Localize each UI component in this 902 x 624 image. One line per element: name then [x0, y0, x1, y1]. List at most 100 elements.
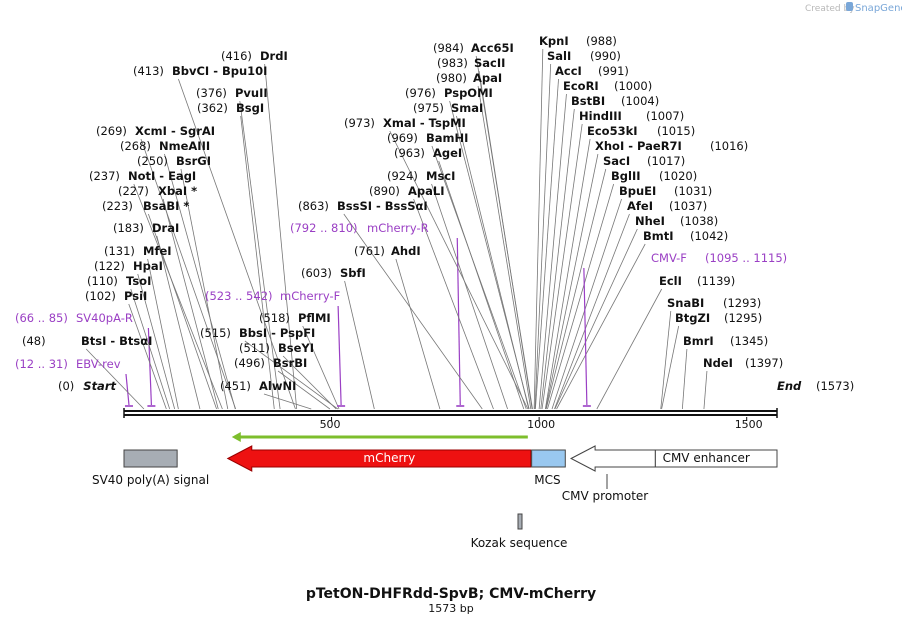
enzyme-kpni[interactable]: KpnI(988) — [539, 34, 617, 48]
enzyme-bstbi[interactable]: BstBI(1004) — [571, 94, 659, 108]
enzyme-bglii[interactable]: BglII(1020) — [611, 169, 697, 183]
site-position-hpai: (122) — [94, 259, 125, 273]
enzyme-nmeaiii[interactable]: NmeAIII(268) — [120, 139, 210, 153]
enzyme-start[interactable]: Start(0) — [58, 379, 116, 393]
enzyme-ecli[interactable]: EclI(1139) — [659, 274, 735, 288]
enzyme-sbfi[interactable]: SbfI(603) — [301, 266, 366, 280]
enzyme-xbai[interactable]: XbaI *(227) — [118, 184, 197, 198]
enzyme-bbsi-pspfi[interactable]: BbsI - PspFI(515) — [200, 326, 315, 340]
enzyme-msci[interactable]: MscI(924) — [387, 169, 455, 183]
enzyme-sacii[interactable]: SacII(983) — [437, 56, 505, 70]
site-position-eco53ki: (1015) — [657, 124, 695, 138]
site-position-start: (0) — [58, 379, 74, 393]
enzyme-snabi[interactable]: SnaBI(1293) — [667, 296, 761, 310]
enzyme-ahdi[interactable]: AhdI(761) — [354, 244, 421, 258]
enzyme-bsgi[interactable]: BsgI(362) — [197, 101, 264, 115]
enzyme-apali[interactable]: ApaLI(890) — [369, 184, 445, 198]
enzyme-name-afei: AfeI — [627, 199, 653, 213]
site-position-bmti: (1042) — [690, 229, 728, 243]
enzyme-name-bbsi-pspfi: BbsI - PspFI — [239, 326, 315, 340]
enzyme-apai[interactable]: ApaI(980) — [436, 71, 502, 85]
enzyme-afei[interactable]: AfeI(1037) — [627, 199, 707, 213]
site-position-drai: (183) — [113, 221, 144, 235]
site-position-xbai: (227) — [118, 184, 149, 198]
enzyme-pvuii[interactable]: PvuII(376) — [196, 86, 268, 100]
enzyme-xhoi-paer7i[interactable]: XhoI - PaeR7I(1016) — [595, 139, 748, 153]
enzyme-bmti[interactable]: BmtI(1042) — [643, 229, 728, 243]
enzyme-bamhi[interactable]: BamHI(969) — [387, 131, 468, 145]
feature-kozak-sequence[interactable]: Kozak sequence — [471, 513, 568, 550]
enzyme-alwni[interactable]: AlwNI(451) — [220, 379, 296, 393]
enzyme-drai[interactable]: DraI(183) — [113, 221, 179, 235]
enzyme-acc65i[interactable]: Acc65I(984) — [433, 41, 514, 55]
enzyme-name-tsoi: TsoI — [126, 274, 151, 288]
enzyme-smai[interactable]: SmaI(975) — [413, 101, 483, 115]
enzyme-end[interactable]: End(1573) — [777, 379, 854, 393]
enzyme-noti-eagi[interactable]: NotI - EagI(237) — [89, 169, 196, 183]
enzyme-sali[interactable]: SalI(990) — [547, 49, 621, 63]
feature-mcherry[interactable]: mCherry — [226, 445, 532, 472]
leader-tsoi — [130, 288, 171, 410]
enzyme-psii[interactable]: PsiI(102) — [85, 289, 147, 303]
enzyme-eco53ki[interactable]: Eco53kI(1015) — [587, 124, 695, 138]
enzyme-name-agei: AgeI — [433, 146, 462, 160]
leader-bstbi — [540, 108, 575, 410]
primer-ebv-rev[interactable]: EBV-rev(12 .. 31) — [15, 357, 121, 371]
enzyme-agei[interactable]: AgeI(963) — [394, 146, 462, 160]
enzyme-pspomi[interactable]: PspOMI(976) — [405, 86, 493, 100]
enzyme-bseyi[interactable]: BseYI(511) — [239, 341, 314, 355]
site-position-pspomi: (976) — [405, 86, 436, 100]
enzyme-name-bstbi: BstBI — [571, 94, 605, 108]
enzyme-hindiii[interactable]: HindIII(1007) — [579, 109, 684, 123]
primer-cmv-f[interactable]: CMV-F(1095 .. 1115) — [651, 251, 787, 265]
enzyme-bsrgi[interactable]: BsrGI(250) — [137, 154, 211, 168]
leader-drai — [156, 235, 201, 410]
enzyme-mfei[interactable]: MfeI(131) — [104, 244, 172, 258]
leader-saci — [545, 168, 607, 410]
leader-agei — [438, 160, 525, 410]
feature-cmv-enhancer[interactable]: CMV enhancer — [654, 449, 778, 468]
leader-apai — [477, 85, 532, 410]
primer-name-ebv-rev: EBV-rev — [76, 357, 121, 371]
enzyme-bsrbi[interactable]: BsrBI(496) — [234, 356, 307, 370]
site-position-mfei: (131) — [104, 244, 135, 258]
enzyme-btgzi[interactable]: BtgZI(1295) — [675, 311, 762, 325]
feature-label-cmv-promoter: CMV promoter — [562, 489, 649, 503]
enzyme-bsssi-bsss-i[interactable]: BssSI - BssSαI(863) — [298, 199, 428, 213]
feature-sv40-poly-a-signal[interactable]: SV40 poly(A) signal — [92, 449, 209, 487]
site-position-pvuii: (376) — [196, 86, 227, 100]
enzyme-name-btgzi: BtgZI — [675, 311, 710, 325]
leader-msci — [431, 183, 508, 410]
feature-label-kozak-sequence: Kozak sequence — [471, 536, 568, 550]
enzyme-saci[interactable]: SacI(1017) — [603, 154, 685, 168]
leader-eco53ki — [544, 138, 591, 410]
enzyme-xmai-tspmi[interactable]: XmaI - TspMI(973) — [344, 116, 466, 130]
enzyme-drdi[interactable]: DrdI(416) — [221, 49, 288, 63]
enzyme-ecori[interactable]: EcoRI(1000) — [563, 79, 652, 93]
enzyme-nhei[interactable]: NheI(1038) — [635, 214, 718, 228]
enzyme-name-hpai: HpaI — [133, 259, 163, 273]
enzyme-name-pflmi: PflMI — [298, 311, 331, 325]
feature-mcs[interactable]: MCS — [531, 449, 566, 487]
leader-bsssi-bsss-i — [343, 213, 483, 410]
enzyme-bmri[interactable]: BmrI(1345) — [683, 334, 768, 348]
enzyme-ndei[interactable]: NdeI(1397) — [703, 356, 783, 370]
primer-mcherry-f[interactable]: mCherry-F(523 .. 542) — [205, 289, 340, 303]
enzyme-name-hindiii: HindIII — [579, 109, 622, 123]
enzyme-name-bsgi: BsgI — [236, 101, 264, 115]
enzyme-bpuei[interactable]: BpuEI(1031) — [619, 184, 712, 198]
primer-sv40pa-r[interactable]: SV40pA-R(66 .. 85) — [15, 311, 133, 325]
enzyme-bsabi[interactable]: BsaBI *(223) — [102, 199, 189, 213]
primer-name-mcherry-r: mCherry-R — [367, 221, 429, 235]
primer-leader-mcherry-f — [337, 305, 342, 406]
feature-cmv-promoter[interactable]: CMV promoter — [562, 445, 656, 503]
primer-mcherry-r[interactable]: mCherry-R(792 .. 810) — [290, 221, 429, 235]
enzyme-bbvci-bpu10i[interactable]: BbvCI - Bpu10I(413) — [133, 64, 267, 78]
enzyme-pflmi[interactable]: PflMI(518) — [259, 311, 331, 325]
enzyme-xcmi-sgrai[interactable]: XcmI - SgrAI(269) — [96, 124, 215, 138]
enzyme-hpai[interactable]: HpaI (122) — [94, 259, 163, 273]
enzyme-acci[interactable]: AccI(991) — [555, 64, 629, 78]
site-position-bglii: (1020) — [659, 169, 697, 183]
enzyme-btsi-bts-i[interactable]: BtsI - BtsαI(48) — [22, 334, 152, 348]
enzyme-tsoi[interactable]: TsoI(110) — [87, 274, 151, 288]
